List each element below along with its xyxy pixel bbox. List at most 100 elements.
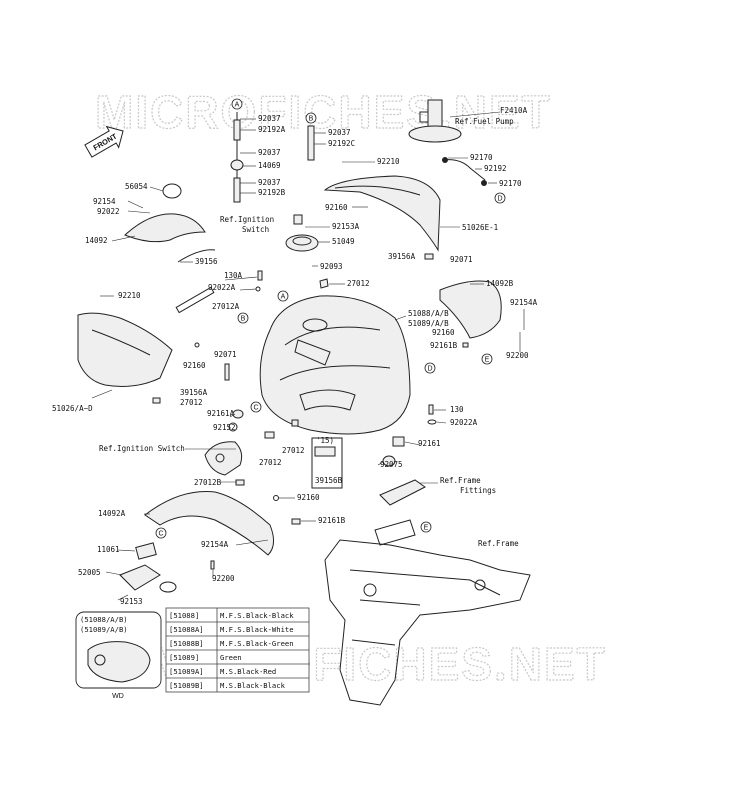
label-92161a: 92161A xyxy=(207,409,235,418)
label-92037-d: 92037 xyxy=(328,128,351,137)
label-11061: 11061 xyxy=(97,545,120,554)
label-27012-b: 27012 xyxy=(180,398,203,407)
fuel-sensor: C xyxy=(105,527,177,601)
label-92022a-b: 92022A xyxy=(450,418,478,427)
label-92037-a: 92037 xyxy=(258,114,281,123)
label-ref-fuel-pump: Ref.Fuel Pump xyxy=(455,117,514,126)
label-ref-ignition: Ref.Ignition xyxy=(220,215,274,224)
label-27012b-upper: 27012B xyxy=(194,478,222,487)
label-92170-a: 92170 xyxy=(470,153,493,162)
table-desc-3: Green xyxy=(220,653,242,662)
table-code-3: [51089] xyxy=(169,653,199,662)
label-ref-ignition-switch-sub: Switch xyxy=(242,225,269,234)
frame xyxy=(324,519,531,706)
label-14092a: 14092A xyxy=(98,509,126,518)
watermark-top: MICROFICHES.NET xyxy=(95,86,552,138)
label-27012-d: 27012 xyxy=(282,446,305,455)
label-92200-a: 92200 xyxy=(506,351,529,360)
callout-b-tank: B xyxy=(241,316,246,323)
side-cover-51026 xyxy=(77,312,173,399)
label-51049: 51049 xyxy=(332,237,355,246)
label-92037-c: 92037 xyxy=(258,178,281,187)
label-92160-d: 92160 xyxy=(297,493,320,502)
part-27012-top xyxy=(319,278,329,289)
callout-a-top: A xyxy=(235,102,240,109)
label-56054: 56054 xyxy=(125,182,148,191)
table-code-0: [51088] xyxy=(169,611,199,620)
label-92192a: 92192A xyxy=(258,125,286,134)
label-92161b: 92161B xyxy=(430,341,458,350)
label-15: '15) xyxy=(316,436,334,445)
hose-assembly-b: B xyxy=(305,112,326,161)
fuel-cap xyxy=(285,226,330,267)
inset-line-2: (51089/A/B) xyxy=(80,625,128,634)
table-desc-4: M.S.Black-Red xyxy=(220,667,276,676)
table-desc-0: M.F.S.Black-Black xyxy=(220,611,294,620)
cover-14092a xyxy=(144,479,274,556)
ignition-switch xyxy=(204,441,243,476)
label-39156: 39156 xyxy=(195,257,218,266)
color-table: [51088] M.F.S.Black-Black [51088A] M.F.S… xyxy=(165,607,310,693)
callout-c-sensor: C xyxy=(158,531,163,538)
table-code-5: [51089B] xyxy=(169,681,204,690)
label-92160-b: 92160 xyxy=(432,328,455,337)
callout-e-frame: E xyxy=(424,525,429,532)
label-39156b: 39156B xyxy=(315,476,343,485)
label-14069: 14069 xyxy=(258,161,281,170)
table-code-4: [51089A] xyxy=(169,667,204,676)
label-92153a: 92153A xyxy=(332,222,360,231)
label-39156a-b: 39156A xyxy=(180,388,208,397)
label-14092b: 14092B xyxy=(486,279,514,288)
label-92160-a: 92160 xyxy=(325,203,348,212)
label-92192: 92192 xyxy=(484,164,507,173)
label-92210-b: 92210 xyxy=(118,291,141,300)
cover-14092b xyxy=(439,280,502,339)
part-27012a xyxy=(175,286,215,314)
label-92192c: 92192C xyxy=(328,139,355,148)
label-92170-b: 92170 xyxy=(499,179,522,188)
frame-fittings xyxy=(379,479,438,506)
leader-lines xyxy=(144,276,447,576)
label-92161: 92161 xyxy=(418,439,441,448)
label-92210-a: 92210 xyxy=(377,157,400,166)
hose-assembly-a: A xyxy=(230,98,256,203)
label-92022: 92022 xyxy=(97,207,120,216)
label-ref-frame-fittings: Ref.Frame xyxy=(440,476,481,485)
label-51026e-1: 51026E-1 xyxy=(462,223,498,232)
label-92152: 92152 xyxy=(213,423,236,432)
label-92075: 92075 xyxy=(380,460,403,469)
label-92200-b: 92200 xyxy=(212,574,235,583)
label-130: 130 xyxy=(450,405,464,414)
label-92093: 92093 xyxy=(320,262,343,271)
label-92071-a: 92071 xyxy=(450,255,473,264)
fuel-pump xyxy=(408,99,501,143)
label-51026: 51026/A~D xyxy=(52,404,93,413)
label-27012-a: 27012 xyxy=(347,279,370,288)
table-desc-1: M.F.S.Black-White xyxy=(220,625,294,634)
inset-line-1: (51088/A/B) xyxy=(80,615,128,624)
table-desc-2: M.F.S.Black-Green xyxy=(220,639,294,648)
callout-a-tank: A xyxy=(281,294,286,301)
label-92161b-b: 92161B xyxy=(318,516,346,525)
label-92154a: 92154A xyxy=(510,298,538,307)
label-92154a-b: 92154A xyxy=(201,540,229,549)
label-92071-b: 92071 xyxy=(214,350,237,359)
label-39156a: 39156A xyxy=(388,252,416,261)
callout-d-top: D xyxy=(497,196,502,203)
inset-caption: WD xyxy=(112,693,124,700)
table-code-2: [51088B] xyxy=(169,639,204,648)
table-code-1: [51088A] xyxy=(169,625,204,634)
label-130a: 130A xyxy=(224,271,243,280)
label-27012-c: 27012 xyxy=(259,458,282,467)
label-92192b: 92192B xyxy=(258,188,286,197)
label-ref-frame-fittings-sub: Fittings xyxy=(460,486,496,495)
callout-e-right: E xyxy=(485,357,490,364)
cover-14092 xyxy=(111,183,216,263)
label-ref-ignition-switch: Ref.Ignition Switch xyxy=(99,444,185,453)
label-ref-frame: Ref.Frame xyxy=(478,539,519,548)
ignition-ref-part xyxy=(293,214,303,225)
fuel-tank: A B D C xyxy=(237,290,436,435)
label-92037-b: 92037 xyxy=(258,148,281,157)
label-27012a: 27012A xyxy=(212,302,240,311)
